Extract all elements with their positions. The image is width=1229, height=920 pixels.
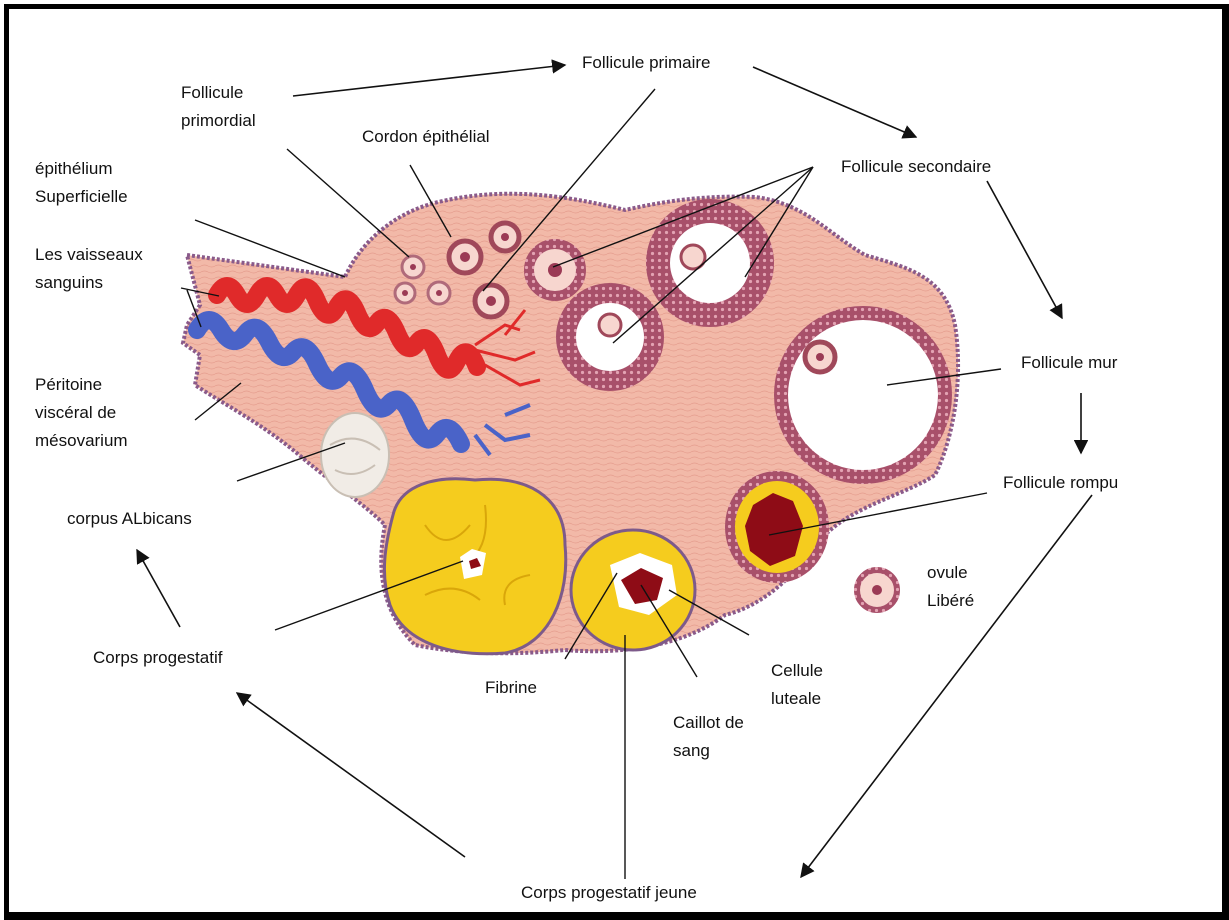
label-follicule-rompu: Follicule rompu (1003, 469, 1118, 497)
young-corpus-luteum (571, 530, 695, 650)
label-cordon-epithelial: Cordon épithélial (362, 123, 490, 151)
label-follicule-mur: Follicule mur (1021, 349, 1117, 377)
label-cellule-luteale: Cellule luteale (771, 657, 823, 713)
mature-follicle (781, 313, 945, 477)
label-peritoine: Péritoine viscéral de mésovarium (35, 371, 128, 455)
label-caillot-de-sang: Caillot de sang (673, 709, 744, 765)
label-vaisseaux-sanguins: Les vaisseaux sanguins (35, 241, 143, 297)
label-follicule-secondaire: Follicule secondaire (841, 153, 991, 181)
label-corpus-albicans: corpus ALbicans (67, 505, 192, 533)
released-ovum (857, 570, 897, 610)
label-follicule-primaire: Follicule primaire (582, 49, 710, 77)
corpus-albicans-shape (321, 413, 389, 497)
label-corps-progestatif: Corps progestatif (93, 644, 222, 672)
figure-frame: Follicule primordial Follicule primaire … (4, 4, 1229, 920)
corpus-luteum (384, 479, 565, 654)
label-fibrine: Fibrine (485, 674, 537, 702)
label-ovule-libere: ovule Libéré (927, 559, 974, 615)
ovary-diagram (9, 9, 1229, 920)
label-corps-progestatif-jeune: Corps progestatif jeune (521, 879, 697, 907)
label-epithelium-superficielle: épithélium Superficielle (35, 155, 128, 211)
label-follicule-primordial: Follicule primordial (181, 79, 256, 135)
